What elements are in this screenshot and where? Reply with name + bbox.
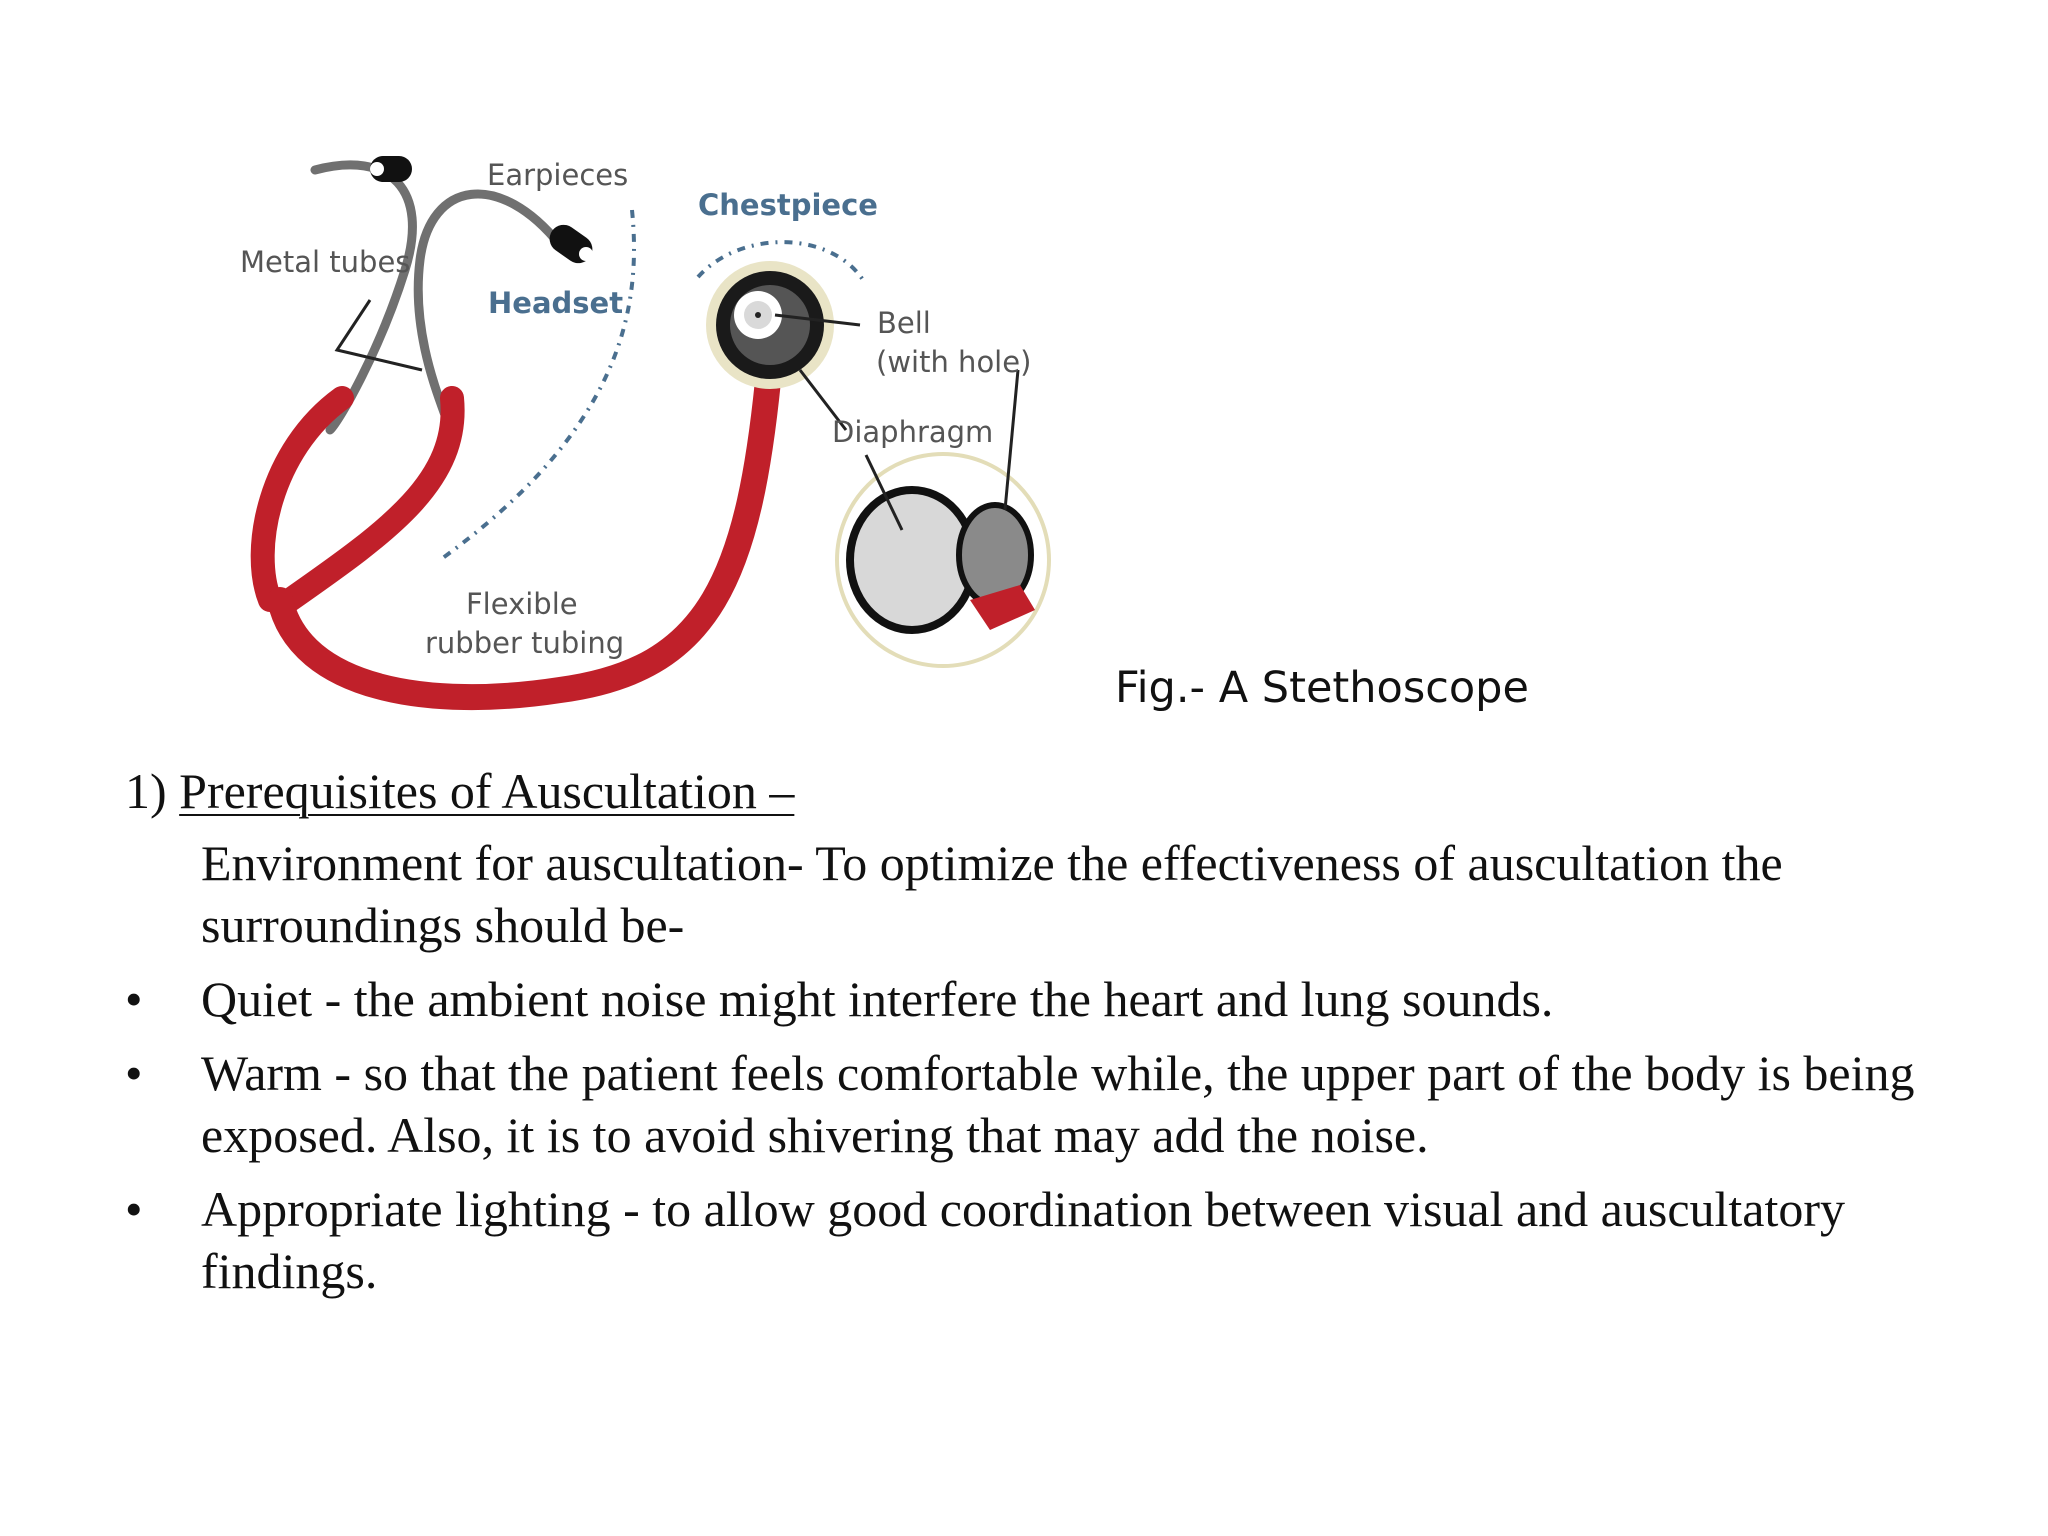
intro-paragraph: Environment for auscultation- To optimiz… xyxy=(201,835,1783,953)
tubing-left-branch xyxy=(250,386,354,612)
label-bell: Bell xyxy=(877,306,931,340)
section-heading: 1) Prerequisites of Auscultation – xyxy=(125,760,1945,822)
bullet-marker: • xyxy=(125,971,143,1027)
stethoscope-figure: Earpieces Metal tubes Headset Chestpiece… xyxy=(230,130,1090,740)
stethoscope-illustration: Earpieces Metal tubes Headset Chestpiece… xyxy=(240,156,1051,711)
list-item: • Quiet - the ambient noise might interf… xyxy=(125,968,1945,1030)
metal-tube-left xyxy=(310,160,417,435)
bell-pointer xyxy=(774,313,861,327)
bullet-marker: • xyxy=(125,1045,143,1101)
bullet-text: Appropriate lighting - to allow good coo… xyxy=(201,1181,1846,1299)
label-metal-tubes: Metal tubes xyxy=(240,245,410,279)
metal-tube-right xyxy=(413,189,565,435)
section-number: 1) xyxy=(125,763,167,819)
bullet-text: Warm - so that the patient feels comfort… xyxy=(201,1045,1915,1163)
section-body: 1) Prerequisites of Auscultation – Envir… xyxy=(125,760,1945,1302)
figure-caption: Fig.- A Stethoscope xyxy=(1115,663,1529,713)
label-bell-note: (with hole) xyxy=(876,345,1031,379)
metal-tubes-pointer xyxy=(334,299,423,372)
bullet-text: Quiet - the ambient noise might interfer… xyxy=(201,971,1554,1027)
label-tubing-line1: Flexible xyxy=(466,587,578,621)
section-title: Prerequisites of Auscultation – xyxy=(179,763,795,819)
bullet-marker: • xyxy=(125,1181,143,1237)
label-tubing-line2: rubber tubing xyxy=(425,626,624,660)
diaphragm-disc xyxy=(846,486,978,634)
earpiece-left xyxy=(370,156,412,182)
list-item: • Appropriate lighting - to allow good c… xyxy=(125,1178,1945,1302)
diaphragm-pointer-2 xyxy=(864,454,904,531)
list-item: • Warm - so that the patient feels comfo… xyxy=(125,1042,1945,1166)
tubing-right-branch xyxy=(278,386,465,612)
diaphragm-stem xyxy=(970,585,1035,630)
label-diaphragm: Diaphragm xyxy=(832,415,993,449)
label-chestpiece: Chestpiece xyxy=(698,188,878,222)
diaphragm-pointer-3 xyxy=(1003,369,1020,511)
earpiece-right xyxy=(549,224,593,264)
label-headset: Headset xyxy=(488,286,623,320)
label-earpieces: Earpieces xyxy=(487,158,628,192)
headset-bracket xyxy=(438,209,636,562)
diaphragm-pointer-1 xyxy=(798,369,848,431)
main-tubing xyxy=(267,347,783,711)
